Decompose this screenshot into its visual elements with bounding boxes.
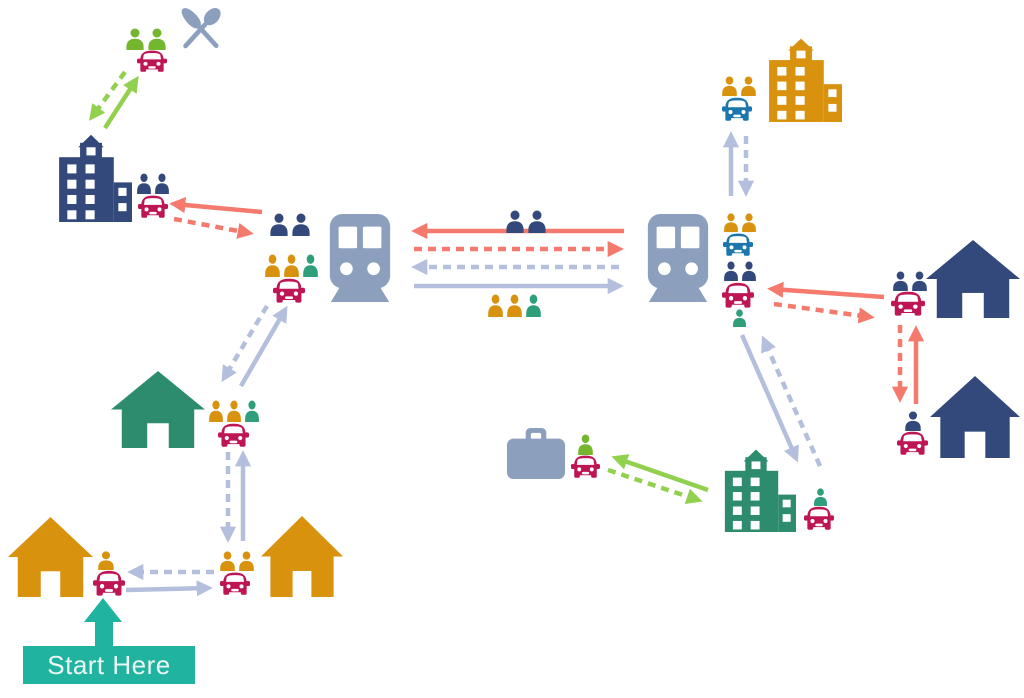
house-bottom-right-icon — [930, 376, 1020, 458]
house-orange-right-car-icon — [220, 571, 250, 596]
arrow-office-left-to-station-left-dashed — [173, 216, 254, 239]
arrow-house-left-to-house-right-solid — [125, 580, 213, 597]
worker-car-icon — [571, 454, 600, 479]
station-right-people-navy-icon — [723, 261, 757, 281]
arrow-office-bottom-to-worker-solid — [611, 454, 709, 493]
train-right-icon — [643, 212, 713, 304]
arrow-station-left-to-office-left-solid — [169, 196, 263, 215]
office-bottom-person-icon — [813, 488, 828, 506]
center-people-mixed-icon — [486, 294, 542, 317]
house-teal-people-icon — [207, 400, 261, 422]
station-left-people-navy-icon — [269, 213, 311, 236]
start-here-arrow — [84, 598, 122, 647]
house-orange-right-people-icon — [219, 551, 255, 571]
worker-person-icon — [577, 434, 594, 455]
office-building-bottom-icon — [716, 447, 796, 532]
arrow-office-left-to-restaurant-dashed — [89, 70, 127, 121]
house-bottom-right-car-icon — [897, 430, 928, 456]
house-top-right-icon — [926, 240, 1020, 318]
house-bottom-right-person-icon — [904, 411, 922, 431]
office-building-left-icon — [50, 132, 132, 222]
office-building-top-right-icon — [760, 36, 842, 122]
station-right-people-orange-icon — [723, 213, 757, 232]
house-top-right-people-icon — [892, 271, 928, 291]
office-left-people-icon — [136, 173, 170, 194]
briefcase-icon — [506, 428, 566, 480]
arrow-station-left-to-house-teal-dashed — [221, 304, 269, 383]
office-left-car-icon — [138, 194, 168, 219]
start-car-icon — [93, 569, 125, 597]
station-right-car-blue-icon — [723, 232, 753, 257]
arrow-station-right-to-office-bottom-solid — [739, 334, 799, 463]
house-orange-left-icon — [8, 517, 93, 597]
restaurant-people-icon — [125, 28, 167, 50]
station-left-car-icon — [273, 277, 305, 304]
house-teal-car-icon — [218, 422, 249, 448]
house-teal-icon — [111, 371, 205, 448]
restaurant-car-icon — [137, 49, 167, 73]
arrow-worker-to-office-bottom-dashed — [607, 467, 703, 505]
house-orange-right-icon — [261, 516, 343, 597]
station-right-car-crimson-icon — [722, 281, 754, 309]
arrow-office-left-to-restaurant-solid — [103, 75, 139, 130]
center-people-navy-icon — [505, 210, 547, 233]
arrow-house-teal-to-station-left-solid — [239, 305, 288, 388]
train-left-icon — [325, 212, 395, 304]
house-top-right-car-icon — [891, 290, 925, 317]
restaurant-utensils-icon — [172, 2, 230, 56]
start-here-label: Start Here — [23, 646, 195, 684]
office-bottom-car-icon — [804, 505, 834, 531]
station-left-people-mixed-icon — [263, 254, 319, 277]
arrow-house-top-right-to-station-solid — [767, 281, 885, 300]
start-person-icon — [97, 551, 115, 570]
office-top-right-car-icon — [722, 96, 752, 122]
office-top-right-people-icon — [721, 76, 757, 96]
arrow-office-bottom-to-station-right-dashed — [761, 335, 823, 467]
arrow-station-to-house-top-right-dashed — [773, 301, 875, 324]
station-right-person-teal-icon — [732, 309, 747, 327]
